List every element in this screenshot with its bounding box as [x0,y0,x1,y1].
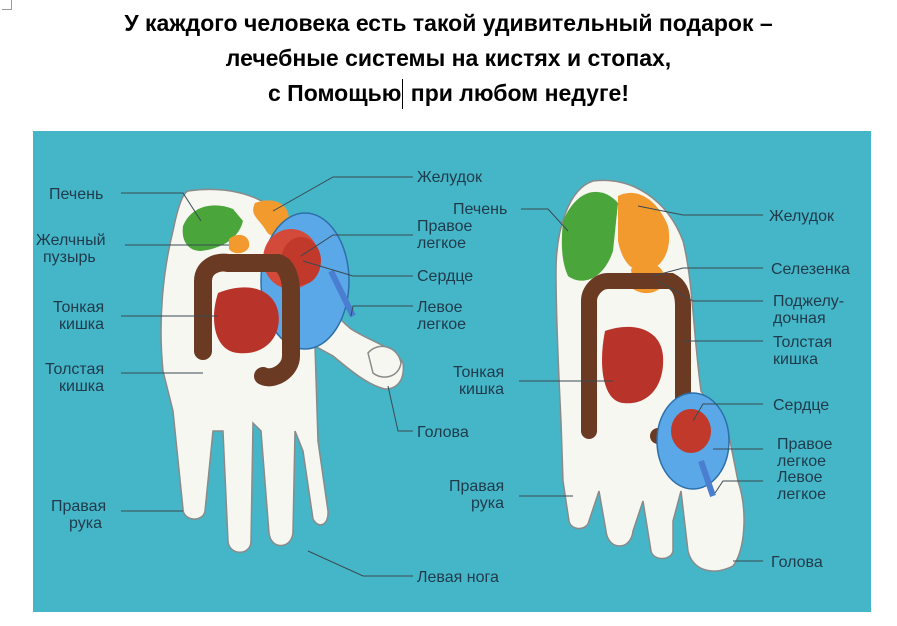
foot-label-right-lung-1: Правое [777,436,833,453]
foot-liver [561,191,618,281]
hand-label-left-lung-2: легкое [417,316,466,333]
foot-label-left-lung-1: Левое [777,469,823,486]
foot-heart [671,409,711,453]
foot-label-large-intestine-2: кишка [773,351,818,368]
poster-background [33,131,871,612]
hand-label-right-hand-1: Правая [51,498,106,515]
foot-small-intestine [602,326,664,404]
foot-label-right-hand-1: Правая [449,478,504,495]
hand-label-gallbladder-2: пузырь [43,249,96,266]
title-line-3-part-2: при любом недуге! [404,80,629,106]
hand-thumb-nail [367,345,402,378]
leader-lines [121,176,763,577]
hand-label-large-intestine-2: кишка [59,378,104,395]
foot-label-large-intestine-1: Толстая [773,334,832,351]
hand-label-heart: Сердце [417,268,473,285]
foot-label-right-lung-2: легкое [777,453,826,470]
hand-organs [182,200,356,387]
hand-gallbladder [229,234,250,254]
foot-label-pancreas-2: дочная [773,310,826,327]
hand-label-right-lung-1: Правое [417,218,473,235]
foot-label-small-intestine-1: Тонкая [453,364,504,381]
hand-label-small-intestine-1: Тонкая [53,299,104,316]
title-line-3-part-1: с Помощью [268,80,402,106]
foot-label-stomach: Желудок [769,208,835,225]
hand-label-liver: Печень [49,186,103,203]
title-line-2: лечебные системы на кистях и стопах, [225,45,672,71]
page-corner-mark [2,0,12,10]
foot-label-left-lung-2: легкое [777,486,826,503]
hand-trachea [328,269,356,318]
foot-label-heart: Сердце [773,397,829,414]
text-cursor [402,79,404,109]
title-line-1: У каждого человека есть такой удивительн… [124,10,773,36]
hand-label-large-intestine-1: Толстая [45,361,104,378]
reflexology-poster: Печень Желчный пузырь Тонкая кишка Толст… [33,131,871,612]
hand-label-small-intestine-2: кишка [59,316,104,333]
hand-label-left-lung-1: Левое [417,299,463,316]
title-line-3: с Помощью при любом недуге! [0,76,897,111]
hand-label-head: Голова [417,424,469,441]
foot-label-pancreas-1: Поджелу- [773,293,844,310]
foot-label-right-hand-2: рука [471,495,504,512]
foot-label-small-intestine-2: кишка [459,381,504,398]
foot-organs [561,191,730,497]
hand-label-right-hand-2: рука [69,515,102,532]
hand-label-left-leg: Левая нога [417,569,499,586]
foot-label-liver: Печень [453,201,507,218]
foot-label-spleen: Селезенка [771,261,850,278]
hand-label-gallbladder-1: Желчный [36,232,106,249]
hand-label-stomach: Желудок [417,169,483,186]
foot-stomach [618,192,670,271]
foot-trachea [698,460,716,497]
page-title: У каждого человека есть такой удивительн… [0,6,897,111]
hand-colon [194,253,300,387]
foot-label-head: Голова [771,554,823,571]
hand-label-right-lung-2: легкое [417,235,466,252]
hand-small-intestine [214,287,279,354]
